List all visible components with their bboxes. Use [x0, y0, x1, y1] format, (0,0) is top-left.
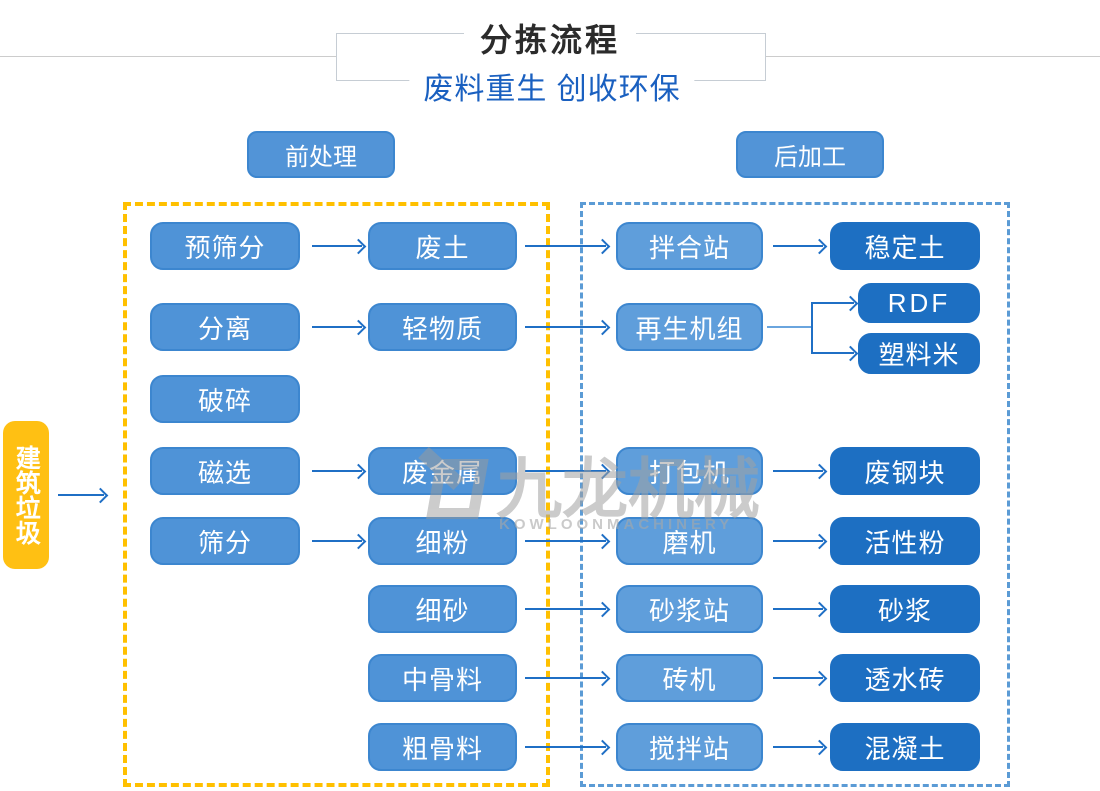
arrow-regenunit-to-plasticpellets	[812, 352, 854, 354]
node-medium-aggregate: 中骨料	[368, 654, 517, 702]
node-crushing: 破碎	[150, 375, 300, 423]
node-mortar: 砂浆	[830, 585, 980, 633]
node-scrap-steel-block: 废钢块	[830, 447, 980, 495]
page-subtitle: 废料重生 创收环保	[409, 64, 695, 108]
node-baler: 打包机	[616, 447, 763, 495]
section-label-pretreatment: 前处理	[247, 131, 395, 178]
arrow-screening-to-finepowder	[312, 540, 362, 542]
arrow-prescreening-to-wastesoil	[312, 245, 362, 247]
node-screening: 筛分	[150, 517, 300, 565]
arrow-finepowder-to-mill	[525, 540, 606, 542]
arrow-brickmachine-to-permeablebrick	[773, 677, 823, 679]
arrow-coarseaggregate-to-batchingstation	[525, 746, 606, 748]
node-brick-machine: 砖机	[616, 654, 763, 702]
arrow-baler-to-scrapsteel	[773, 470, 823, 472]
node-active-powder: 活性粉	[830, 517, 980, 565]
node-regeneration-unit: 再生机组	[616, 303, 763, 351]
node-magnetic-separation: 磁选	[150, 447, 300, 495]
arrow-regenunit-to-rdf	[812, 302, 854, 304]
section-label-postprocessing: 后加工	[736, 131, 884, 178]
arrow-finesand-to-mortarstation	[525, 608, 606, 610]
node-mixing-station: 拌合站	[616, 222, 763, 270]
node-scrap-metal: 废金属	[368, 447, 517, 495]
node-stabilized-soil: 稳定土	[830, 222, 980, 270]
node-fine-sand: 细砂	[368, 585, 517, 633]
arrow-lightmaterials-to-regenunit	[525, 326, 606, 328]
node-rdf: RDF	[858, 283, 980, 323]
page-title: 分拣流程	[463, 15, 637, 61]
postprocessing-group-frame	[580, 202, 1010, 787]
node-waste-soil: 废土	[368, 222, 517, 270]
connector-regenunit-split	[811, 302, 813, 354]
node-mill: 磨机	[616, 517, 763, 565]
arrow-scrapmetal-to-baler	[525, 470, 606, 472]
node-batching-station: 搅拌站	[616, 723, 763, 771]
arrow-mediumaggregate-to-brickmachine	[525, 677, 606, 679]
arrow-mill-to-activepowder	[773, 540, 823, 542]
node-mortar-station: 砂浆站	[616, 585, 763, 633]
arrow-separation-to-lightmaterials	[312, 326, 362, 328]
node-coarse-aggregate: 粗骨料	[368, 723, 517, 771]
pretreatment-group-frame	[123, 202, 550, 787]
node-separation: 分离	[150, 303, 300, 351]
node-construction-waste: 建筑垃圾	[3, 421, 49, 569]
node-permeable-brick: 透水砖	[830, 654, 980, 702]
arrow-source-to-pretreatment	[58, 494, 104, 496]
node-light-materials: 轻物质	[368, 303, 517, 351]
node-concrete: 混凝土	[830, 723, 980, 771]
arrow-batchingstation-to-concrete	[773, 746, 823, 748]
arrow-magnetic-to-scrapmetal	[312, 470, 362, 472]
arrow-wastesoil-to-mixingstation	[525, 245, 606, 247]
node-fine-powder: 细粉	[368, 517, 517, 565]
arrow-mortarstation-to-mortar	[773, 608, 823, 610]
arrow-mixingstation-to-stabilizedsoil	[773, 245, 823, 247]
node-plastic-pellets: 塑料米	[858, 333, 980, 374]
node-pre-screening: 预筛分	[150, 222, 300, 270]
connector-regenunit-stub	[767, 326, 813, 328]
